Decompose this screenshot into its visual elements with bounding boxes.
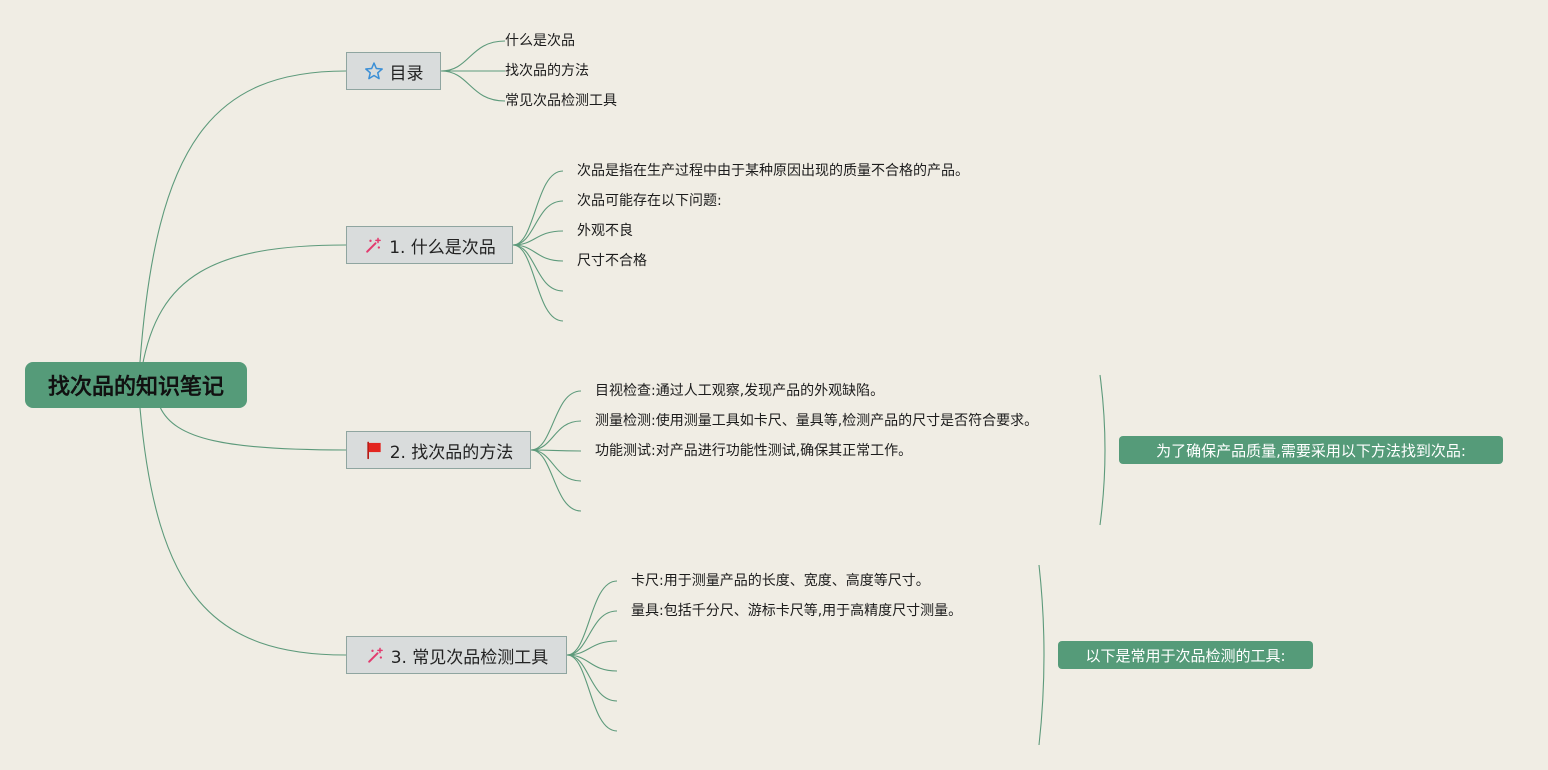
root-topic-connector	[159, 406, 347, 451]
leaf-toc-1[interactable]: 找次品的方法	[505, 63, 589, 79]
summary-label: 以下是常用于次品检测的工具:	[1085, 646, 1286, 665]
topic-leaf-connector	[530, 449, 582, 512]
topic-leaf-connector	[440, 40, 506, 72]
topic-toc[interactable]: 目录	[346, 52, 441, 90]
topic-leaf-connector	[512, 244, 564, 262]
leaf-what-0[interactable]: 次品是指在生产过程中由于某种原因出现的质量不合格的产品。	[577, 163, 969, 179]
summary-brace-tools	[1038, 564, 1045, 746]
summary-tools[interactable]: 以下是常用于次品检测的工具:	[1058, 641, 1313, 669]
topic-label: 1. 什么是次品	[389, 237, 496, 258]
topic-leaf-connector	[566, 580, 618, 656]
red-flag-icon	[364, 440, 384, 460]
topic-leaf-connector	[566, 640, 618, 656]
root-topic-connector	[139, 407, 347, 656]
topic-leaf-connector	[566, 654, 618, 732]
summary-methods[interactable]: 为了确保产品质量,需要采用以下方法找到次品:	[1119, 436, 1503, 464]
central-topic[interactable]: 找次品的知识笔记	[25, 362, 247, 408]
topic-leaf-connector	[530, 420, 582, 451]
central-topic-label: 找次品的知识笔记	[47, 375, 224, 400]
leaf-methods-1[interactable]: 测量检测:使用测量工具如卡尺、量具等,检测产品的尺寸是否符合要求。	[595, 413, 1039, 429]
leaf-methods-2[interactable]: 功能测试:对产品进行功能性测试,确保其正常工作。	[595, 443, 913, 459]
leaf-methods-0[interactable]: 目视检查:通过人工观察,发现产品的外观缺陷。	[595, 383, 885, 399]
topic-tools[interactable]: 3. 常见次品检测工具	[346, 636, 567, 674]
leaf-what-3[interactable]: 尺寸不合格	[577, 253, 647, 269]
topic-leaf-connector	[566, 654, 618, 672]
leaf-tools-0[interactable]: 卡尺:用于测量产品的长度、宽度、高度等尺寸。	[631, 573, 930, 589]
summary-brace-methods	[1099, 374, 1106, 526]
topic-leaf-connector	[566, 654, 618, 702]
magic-wand-icon	[363, 235, 383, 255]
topic-leaf-connector	[512, 200, 564, 246]
leaf-toc-2[interactable]: 常见次品检测工具	[505, 93, 617, 109]
topic-what-is-defective[interactable]: 1. 什么是次品	[346, 226, 513, 264]
topic-leaf-connector	[512, 244, 564, 292]
root-topic-connector	[141, 244, 347, 369]
magic-wand-icon	[365, 645, 385, 665]
topic-leaf-connector	[440, 70, 506, 102]
topic-methods[interactable]: 2. 找次品的方法	[346, 431, 531, 469]
leaf-tools-1[interactable]: 量具:包括千分尺、游标卡尺等,用于高精度尺寸测量。	[631, 603, 963, 619]
topic-leaf-connector	[512, 170, 564, 246]
topic-leaf-connector	[512, 230, 564, 246]
star-icon	[364, 61, 384, 81]
leaf-toc-0[interactable]: 什么是次品	[505, 33, 575, 49]
summary-label: 为了确保产品质量,需要采用以下方法找到次品:	[1156, 441, 1466, 460]
root-topic-connector	[139, 70, 347, 363]
topic-leaf-connector	[566, 610, 618, 656]
leaf-what-2[interactable]: 外观不良	[577, 223, 633, 239]
topic-label: 目录	[389, 63, 424, 84]
topic-leaf-connector	[530, 390, 582, 451]
topic-leaf-connector	[530, 449, 582, 482]
topic-label: 2. 找次品的方法	[389, 442, 514, 463]
topic-label: 3. 常见次品检测工具	[390, 647, 549, 668]
leaf-what-1[interactable]: 次品可能存在以下问题:	[577, 193, 722, 209]
topic-leaf-connector	[512, 244, 564, 322]
